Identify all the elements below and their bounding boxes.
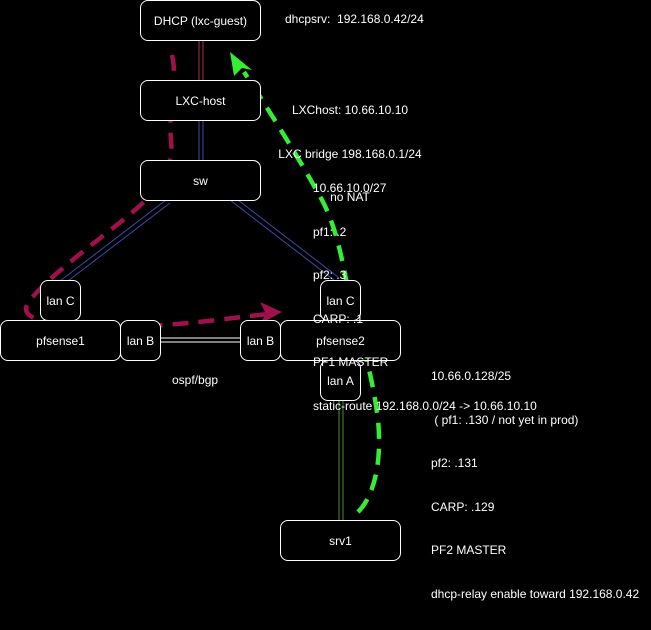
dhcpsrv-label: dhcpsrv: 192.168.0.42/24: [285, 12, 424, 26]
lxc-host-node[interactable]: LXC-host: [140, 80, 261, 121]
lxchost-info-line: LXC bridge 198.168.0.1/24: [278, 146, 422, 161]
net-a-info-line: PF2 MASTER: [431, 543, 507, 557]
pfsense2-node[interactable]: pfsense2: [280, 320, 401, 361]
net-a-info-line: CARP: .129: [431, 499, 495, 514]
net-c-info-line: 10.66.10.0/27: [313, 181, 387, 195]
ospf-bgp-label: ospf/bgp: [172, 373, 219, 387]
net-a-info-line: dhcp-relay enable toward 192.168.0.42: [431, 586, 640, 601]
net-c-info-line: pf2: .3: [313, 268, 347, 282]
link-lxchost-sw: [198, 120, 204, 160]
net-a-info-line: ( pf1: .130 / not yet in prod): [431, 412, 579, 427]
lan-c-pf2-node[interactable]: lan C: [320, 280, 361, 321]
dhcp-request-path: [23, 54, 282, 329]
link-sw-lanc-pf1: [59, 199, 171, 285]
link-sw-lanc-pf2: [229, 196, 339, 281]
net-c-info-line: PF1 MASTER: [313, 355, 389, 369]
net-a-info-line: 10.66.0.128/25: [431, 369, 512, 383]
pfsense1-node[interactable]: pfsense1: [0, 320, 121, 361]
srv1-node[interactable]: srv1: [280, 520, 401, 561]
net-a-info-line: pf2: .131: [431, 456, 478, 470]
lxchost-info-label: LXChost: 10.66.10.10 LXC bridge 198.168.…: [262, 74, 438, 234]
net-a-info-label: 10.66.0.128/25 ( pf1: .130 / not yet in …: [431, 340, 639, 630]
lan-b-pf1-node[interactable]: lan B: [120, 320, 161, 361]
lan-c-pf1-node[interactable]: lan C: [40, 280, 81, 321]
net-c-info-line: pf1: .2: [313, 224, 347, 239]
lan-b-pf2-node[interactable]: lan B: [240, 320, 281, 361]
lxchost-info-line: no NAT: [330, 190, 370, 204]
lan-a-node[interactable]: lan A: [320, 360, 361, 401]
network-diagram: DHCP (lxc-guest) LXC-host sw pfsense1 la…: [0, 0, 639, 601]
link-dhcp-lxchost: [198, 40, 204, 80]
lxchost-info-line: LXChost: 10.66.10.10: [291, 103, 409, 117]
link-lanb-lanb: [160, 337, 240, 343]
sw-node[interactable]: sw: [140, 160, 261, 201]
net-c-info-label: 10.66.10.0/27 pf1: .2 pf2: .3 CARP: .1 P…: [313, 152, 537, 442]
link-lana-srv1: [338, 400, 344, 520]
net-c-info-line: CARP: .1: [313, 311, 364, 326]
dhcp-node[interactable]: DHCP (lxc-guest): [140, 0, 261, 41]
net-c-info-line: static-route 192.168.0.0/24 -> 10.66.10.…: [313, 398, 537, 413]
